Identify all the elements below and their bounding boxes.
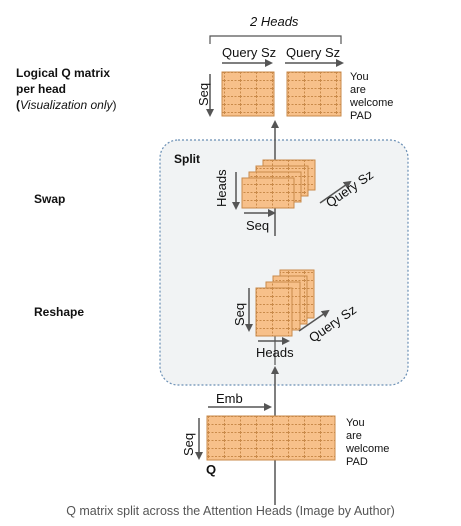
swap-seq-label: Seq [246,218,270,233]
bottom-seq-label: Seq [181,432,196,456]
reshape-seq-label: Seq [232,302,247,326]
bottom-token-3: welcome [346,443,390,455]
reshape-label: Reshape [34,305,85,319]
logical-q-line1: Logical Q matrix [16,66,111,80]
reshape-querysz-arrow [298,309,330,332]
reshape-stack [255,287,293,337]
visualization-only-label: Visualization only [20,98,113,112]
split-box [159,139,409,386]
top-seq-label: Seq [196,82,211,106]
figure-caption: Q matrix split across the Attention Head… [66,504,395,518]
swap-heads-label: Heads [214,169,229,207]
emb-label: Emb [216,391,243,406]
reshape-heads-label: Heads [256,345,294,360]
top-token-2: are [350,84,366,96]
swap-label: Swap [34,192,66,206]
top-token-3: welcome [350,97,394,109]
logical-q-line3: (Visualization only) [16,98,117,112]
swap-querysz-arrow [319,180,352,204]
paren-close: ) [112,98,117,112]
bottom-token-4: PAD [346,456,368,468]
split-title: Split [174,152,200,166]
q-label: Q [206,462,217,477]
query-sz-label-2: Query Sz [286,45,341,60]
bottom-token-2: are [346,430,362,442]
swap-stack [241,177,295,209]
query-sz-label-1: Query Sz [222,45,277,60]
top-token-1: You [350,71,369,83]
q-grid [206,415,336,461]
two-heads-title: 2 Heads [250,14,299,29]
paren-open: ( [16,98,20,112]
heads-bracket [209,35,342,44]
head-grid-2 [286,71,342,117]
logical-q-line2: per head [16,82,67,96]
head-grid-1 [221,71,275,117]
bottom-token-1: You [346,417,365,429]
top-token-4: PAD [350,110,372,122]
